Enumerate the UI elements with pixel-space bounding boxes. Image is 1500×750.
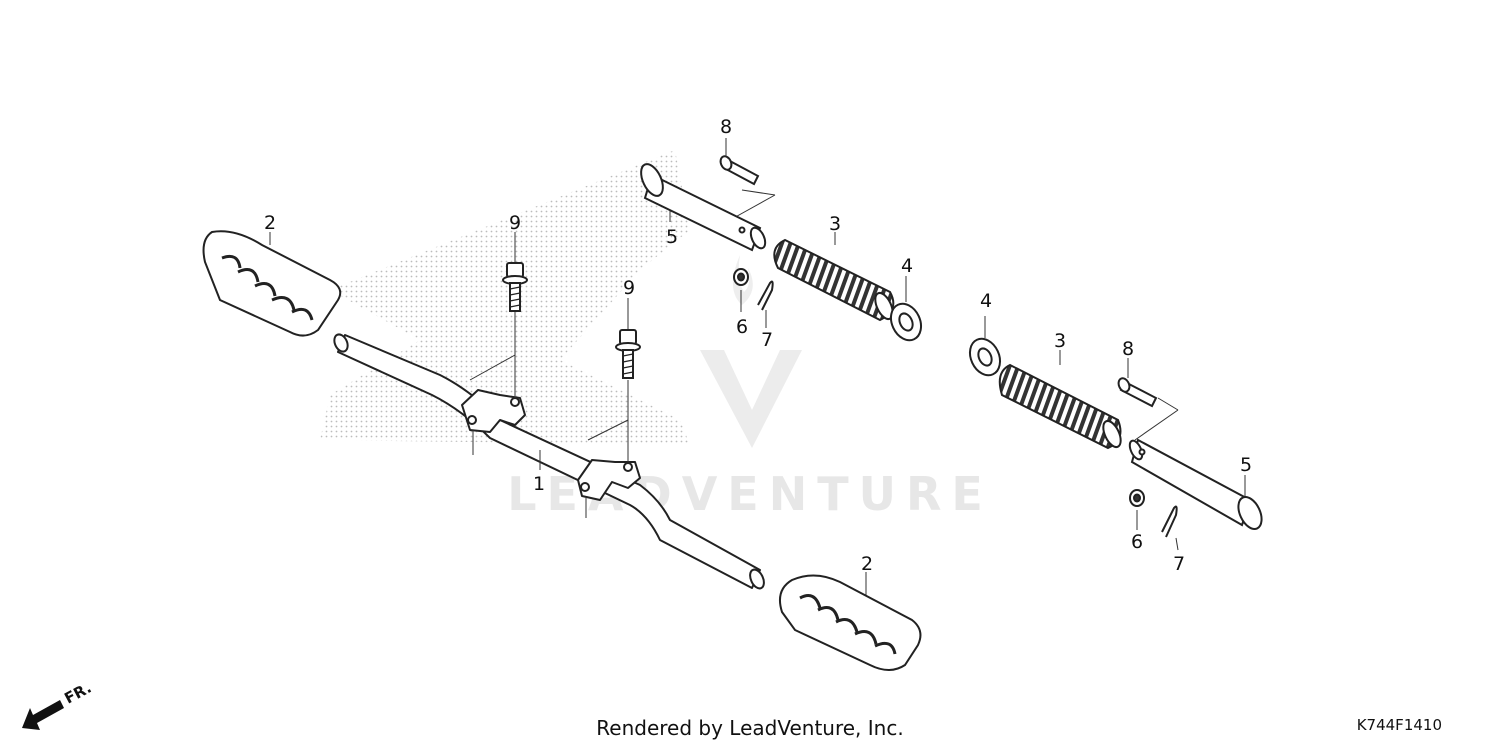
front-arrow-icon bbox=[22, 700, 64, 730]
clevis-pin-right bbox=[1117, 377, 1158, 408]
watermark-logo-icon bbox=[700, 350, 802, 448]
small-washer-right bbox=[1129, 489, 1145, 507]
callout-part-7-left: 7 bbox=[761, 329, 773, 351]
footpeg-bar bbox=[333, 333, 765, 590]
small-washer-left bbox=[733, 268, 749, 286]
diagram-code: K744F1410 bbox=[1356, 716, 1442, 734]
callout-part-3-right: 3 bbox=[1054, 330, 1066, 352]
washer-right bbox=[968, 337, 1002, 377]
clevis-pin-left bbox=[719, 155, 760, 186]
callout-part-8-left: 8 bbox=[720, 116, 732, 138]
callout-part-8-right: 8 bbox=[1122, 338, 1134, 360]
flange-bolt-left bbox=[502, 262, 528, 312]
footpeg-rubber-left bbox=[202, 230, 342, 337]
flame-logo-icon bbox=[732, 255, 753, 305]
callout-leaders bbox=[269, 138, 1179, 551]
callout-part-1: 1 bbox=[533, 473, 545, 495]
callout-part-5-right: 5 bbox=[1240, 454, 1252, 476]
callout-part-2-right: 2 bbox=[861, 553, 873, 575]
callout-part-3-left: 3 bbox=[829, 213, 841, 235]
pivot-pin-right bbox=[1128, 438, 1263, 530]
callout-part-6-left: 6 bbox=[736, 316, 748, 338]
callout-part-4-left: 4 bbox=[901, 255, 913, 277]
pivot-pin-left bbox=[640, 163, 767, 252]
callout-part-5-left: 5 bbox=[666, 226, 678, 248]
callout-part-7-right: 7 bbox=[1173, 553, 1185, 575]
cotter-pin-right bbox=[1161, 505, 1178, 538]
footpeg-rubber-right bbox=[779, 574, 922, 671]
callout-part-4-right: 4 bbox=[980, 290, 992, 312]
flange-bolt-right bbox=[615, 329, 641, 379]
callout-part-9-right: 9 bbox=[623, 277, 635, 299]
rubber-sleeve-right bbox=[998, 363, 1122, 450]
rubber-sleeve-left bbox=[773, 238, 895, 322]
rendered-by-credit: Rendered by LeadVenture, Inc. bbox=[596, 716, 904, 740]
callout-part-2-left: 2 bbox=[264, 212, 276, 234]
callout-part-6-right: 6 bbox=[1131, 531, 1143, 553]
washer-left bbox=[889, 302, 923, 342]
callout-part-9-left: 9 bbox=[509, 212, 521, 234]
front-label: FR. bbox=[61, 679, 94, 708]
cotter-pin-left bbox=[757, 280, 774, 311]
